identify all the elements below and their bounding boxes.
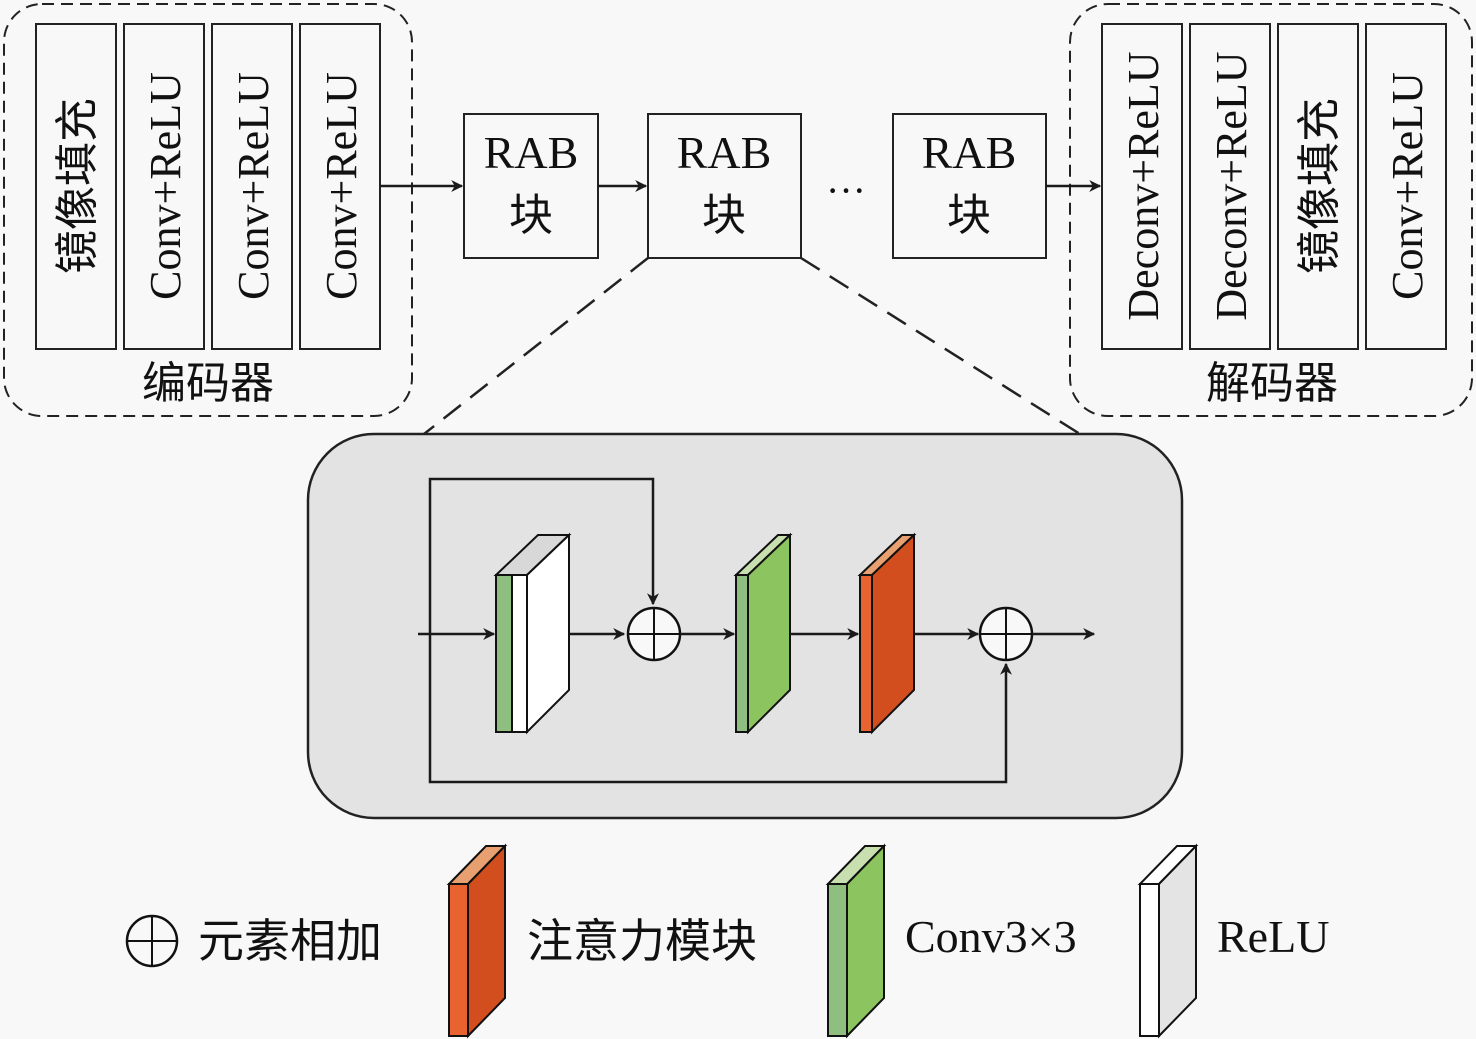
decoder-layer-label: 镜像填充 bbox=[1295, 98, 1344, 274]
legend-attention-label: 注意力模块 bbox=[527, 916, 757, 967]
decoder-layer-box bbox=[1277, 23, 1359, 350]
element-add-node bbox=[626, 606, 682, 662]
decoder-layer-label: Deconv+ReLU bbox=[1119, 51, 1168, 320]
rab-block-expanded bbox=[647, 113, 802, 259]
skip-connection-inner bbox=[428, 477, 659, 634]
decoder-layer-label: Deconv+ReLU bbox=[1207, 51, 1256, 320]
rab-block-title: RAB bbox=[484, 127, 579, 178]
legend-relu-label: ReLU bbox=[1217, 911, 1329, 962]
legend-relu-icon bbox=[1137, 843, 1199, 1039]
skip-connection-outer bbox=[428, 634, 1012, 784]
encoder-layer-label: Conv+ReLU bbox=[317, 72, 366, 300]
rab-block-subtitle: 块 bbox=[947, 191, 991, 240]
encoder-layer-label: 镜像填充 bbox=[53, 98, 102, 274]
encoder-layer-box bbox=[123, 23, 205, 350]
legend-conv-label: Conv3×3 bbox=[905, 911, 1077, 962]
decoder-group: Deconv+ReLU Deconv+ReLU 镜像填充 Conv+ReLU 解… bbox=[1069, 3, 1473, 417]
encoder-layer-label: Conv+ReLU bbox=[229, 72, 278, 300]
rab-detail-panel bbox=[306, 432, 1184, 820]
decoder-layer-box bbox=[1101, 23, 1183, 350]
encoder-label: 编码器 bbox=[142, 359, 274, 408]
rab-block-subtitle: 块 bbox=[702, 191, 746, 240]
element-add-node bbox=[978, 606, 1034, 662]
legend-add-icon bbox=[125, 914, 179, 968]
ellipsis: ··· bbox=[826, 168, 866, 213]
legend-conv-icon bbox=[825, 843, 887, 1039]
rab-chain: RAB 块 RAB 块 ··· RAB 块 bbox=[380, 113, 1102, 259]
conv-layer bbox=[733, 532, 793, 735]
legend-attention-icon bbox=[446, 843, 508, 1039]
conv-relu-layer bbox=[493, 532, 572, 735]
legend: 元素相加 注意力模块 Conv3×3 ReLU bbox=[125, 843, 1329, 1039]
encoder-dashed-border bbox=[3, 3, 413, 417]
decoder-layer-box bbox=[1189, 23, 1271, 350]
legend-add-label: 元素相加 bbox=[198, 916, 382, 967]
decoder-label: 解码器 bbox=[1206, 359, 1338, 408]
decoder-layer-box bbox=[1365, 23, 1447, 350]
encoder-layer-box bbox=[299, 23, 381, 350]
rab-block-title: RAB bbox=[677, 127, 772, 178]
rab-block-title: RAB bbox=[922, 127, 1017, 178]
rab-block-subtitle: 块 bbox=[509, 191, 553, 240]
encoder-layer-box bbox=[211, 23, 293, 350]
decoder-layer-label: Conv+ReLU bbox=[1383, 72, 1432, 300]
zoom-guide-right bbox=[800, 256, 1081, 436]
encoder-layer-label: Conv+ReLU bbox=[141, 72, 190, 300]
encoder-group: 镜像填充 Conv+ReLU Conv+ReLU Conv+ReLU 编码器 bbox=[3, 3, 413, 417]
decoder-dashed-border bbox=[1069, 3, 1473, 417]
attention-layer bbox=[857, 532, 917, 735]
zoom-guide-left bbox=[423, 257, 649, 435]
encoder-layer-box bbox=[35, 23, 117, 350]
